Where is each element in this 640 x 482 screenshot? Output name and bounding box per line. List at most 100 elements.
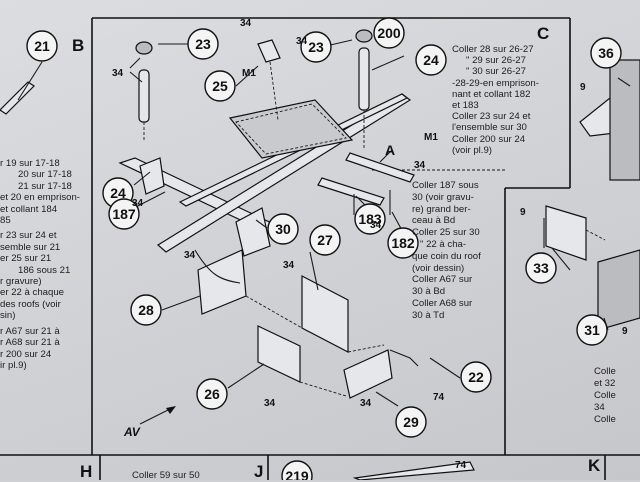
- callout-182-circle: [387, 227, 419, 259]
- callout-numbers: 21 23 25 23 200 24 24 187 30 183 182 27 …: [34, 25, 614, 480]
- mid-note-line: ceau à Bd: [412, 215, 456, 227]
- mid-note-line: (voir dessin): [412, 262, 465, 274]
- right-note-line: Coller 200 sur 24: [452, 133, 526, 145]
- callout-29: 29: [403, 414, 419, 430]
- callout-36-circle: [590, 37, 622, 69]
- far-right-note-line: 34: [594, 402, 605, 413]
- section-letter-h: H: [80, 462, 93, 481]
- callout-25-circle: [204, 70, 236, 102]
- callout-30: 30: [275, 221, 291, 237]
- part-labels: 34 34 34 34 34 34 34 34 34 34 M1 M1 74 7…: [112, 18, 628, 471]
- label-34-d: 34: [132, 198, 144, 209]
- lower-panels: [194, 249, 419, 399]
- left-note-line: r A68 sur 21 à: [0, 337, 60, 349]
- right-note-line: -28-29-en emprison-: [452, 77, 539, 89]
- callout-24a: 24: [423, 52, 439, 68]
- callout-29-circle: [395, 406, 427, 438]
- label-34-b: 34: [240, 18, 252, 29]
- label-9-b: 9: [520, 207, 526, 218]
- callout-21-circle: [26, 30, 58, 62]
- far-right-note-line: et 32: [594, 378, 616, 389]
- left-note-line: r 200 sur 24: [0, 348, 52, 360]
- callout-26: 26: [204, 386, 220, 402]
- right-note-line: nant et collant 182: [452, 88, 531, 100]
- right-notes-top: Coller 28 sur 26-27 " 29 sur 26-27 " 30 …: [452, 44, 539, 156]
- label-m1-b: M1: [424, 132, 438, 143]
- left-note-line: sin): [0, 310, 16, 322]
- callout-30-circle: [267, 213, 299, 245]
- callout-200: 200: [377, 25, 401, 41]
- callout-25: 25: [212, 78, 228, 94]
- label-34-f: 34: [414, 160, 426, 171]
- label-9-c: 9: [622, 326, 628, 337]
- posts: [135, 29, 373, 150]
- callout-23a: 23: [195, 36, 211, 52]
- callout-183-circle: [354, 203, 386, 235]
- callout-36: 36: [598, 45, 614, 61]
- callout-23b-circle: [300, 31, 332, 63]
- right-note-line: Coller 23 sur 24 et: [452, 111, 531, 123]
- left-note-line: des roofs (voir: [0, 298, 61, 310]
- callout-24b: 24: [110, 185, 126, 201]
- mid-note-line: que coin du roof: [412, 250, 481, 262]
- right-note-line: " 29 sur 26-27: [466, 55, 526, 67]
- mid-note-line: re) grand ber-: [412, 203, 471, 215]
- callout-31: 31: [584, 322, 600, 338]
- label-arrow-a: A: [385, 142, 395, 158]
- left-notes: r 19 sur 17-18 20 sur 17-18 21 sur 17-18…: [0, 158, 80, 371]
- callout-33-circle: [525, 252, 557, 284]
- mid-note-line: Coller A68 sur: [412, 297, 473, 309]
- callout-26-circle: [196, 378, 228, 410]
- callout-23b: 23: [308, 39, 324, 55]
- callout-28: 28: [138, 302, 154, 318]
- label-34-c: 34: [296, 36, 308, 47]
- right-note-line: " 30 sur 26-27: [466, 66, 526, 78]
- callout-22-circle: [460, 361, 492, 393]
- far-right-note-line: Colle: [594, 366, 616, 377]
- label-34-i: 34: [264, 398, 276, 409]
- section-letter-c: C: [537, 24, 550, 43]
- left-note-line: r A67 sur 21 à: [0, 325, 60, 337]
- callout-27: 27: [317, 232, 333, 248]
- mid-note-line: " 22 à cha-: [420, 238, 467, 250]
- callout-183: 183: [358, 211, 382, 227]
- far-right-note-line: Colle: [594, 414, 616, 425]
- section-letter-b: B: [72, 36, 85, 55]
- right-note-line: et 183: [452, 100, 479, 112]
- label-34-j: 34: [360, 398, 372, 409]
- label-34-g: 34: [370, 220, 382, 231]
- left-note-line: 85: [0, 215, 11, 227]
- left-note-line: semble sur 21: [0, 241, 61, 253]
- label-74-a: 74: [433, 392, 445, 403]
- label-9-a: 9: [580, 82, 586, 93]
- callout-27-circle: [309, 224, 341, 256]
- label-34-e: 34: [184, 250, 196, 261]
- chassis: [118, 93, 415, 257]
- left-note-line: 20 sur 17-18: [18, 169, 72, 181]
- bottom-note-h: Coller 59 sur 50: [132, 470, 200, 481]
- left-note-line: 21 sur 17-18: [18, 180, 72, 192]
- left-note-line: r gravure): [0, 276, 42, 288]
- label-34-h: 34: [283, 260, 295, 271]
- label-74-b: 74: [455, 460, 467, 471]
- label-av: AV: [123, 425, 141, 439]
- left-note-line: r 23 sur 24 et: [0, 230, 57, 242]
- left-note-line: er 25 sur 21: [0, 253, 52, 265]
- mid-note-line: Coller 187 sous: [412, 180, 479, 191]
- callout-182: 182: [391, 235, 415, 251]
- far-right-notes: Colle et 32 Colle 34 Colle: [594, 366, 616, 426]
- left-note-line: r 19 sur 17-18: [0, 158, 60, 169]
- callout-28-circle: [130, 294, 162, 326]
- mid-note-line: 30 à Td: [412, 309, 445, 321]
- forward-arrow-icon: [139, 406, 176, 425]
- right-panel-drawing: [543, 59, 640, 331]
- callout-circles: [102, 17, 622, 438]
- left-note-line: et 20 en emprison-: [0, 192, 80, 204]
- left-note-line: et collant 184: [0, 203, 58, 215]
- far-right-note-line: Colle: [594, 390, 616, 401]
- section-letter-k: K: [588, 456, 601, 475]
- callout-33: 33: [533, 260, 549, 276]
- mid-note-line: 30 (voir gravu-: [412, 191, 474, 203]
